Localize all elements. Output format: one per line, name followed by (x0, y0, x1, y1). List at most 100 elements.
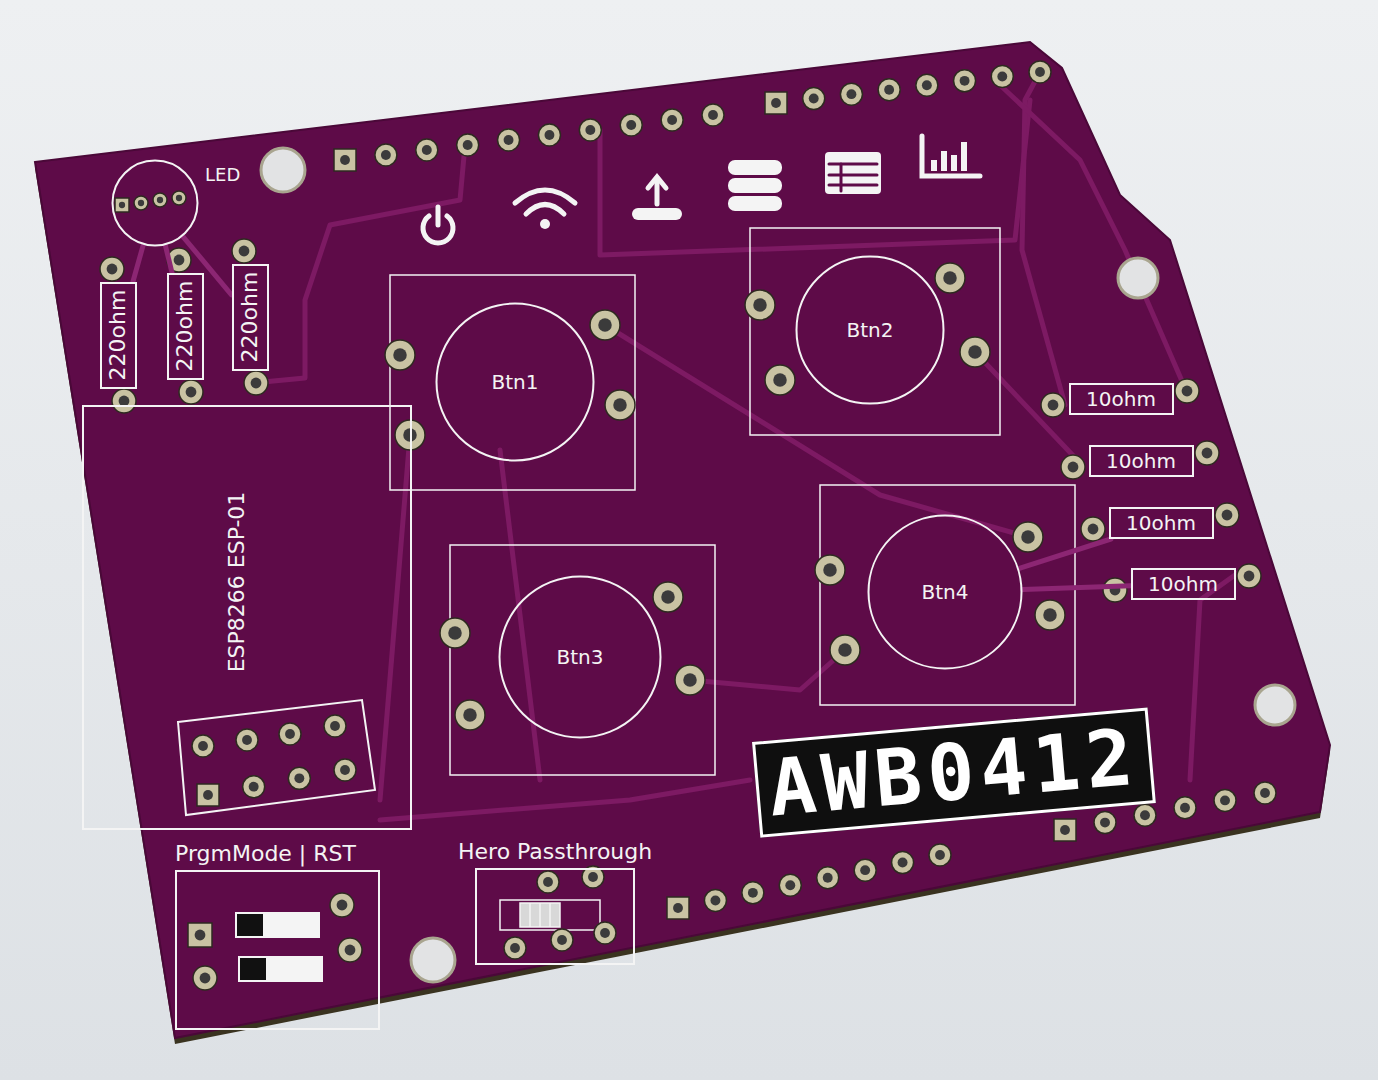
pad-ring (1081, 517, 1105, 541)
solder-pad (1195, 441, 1219, 465)
pad-ring (440, 618, 470, 648)
solder-pad (653, 582, 683, 612)
pad-hole (884, 85, 894, 95)
pad-hole (588, 872, 598, 882)
pad-ring (840, 83, 862, 105)
pad-ring (192, 735, 214, 757)
solder-pad (765, 365, 795, 395)
pad-ring (1061, 455, 1085, 479)
solder-pad (338, 938, 362, 962)
pad-hole (330, 721, 340, 731)
pad-hole (683, 673, 697, 687)
outline-shape (111, 159, 199, 247)
solder-pad (675, 665, 705, 695)
pad-ring (455, 700, 485, 730)
solder-pad (661, 109, 683, 131)
solder-pad (498, 129, 520, 151)
solder-pad (188, 923, 212, 947)
pad-ring (854, 859, 876, 881)
pad-ring (1103, 578, 1127, 602)
solder-pad (134, 196, 148, 210)
switch-outline: Hero Passthrough (475, 868, 635, 965)
pad-hole (753, 298, 767, 312)
pad-hole (1244, 571, 1255, 582)
pad-hole (174, 255, 185, 266)
solder-pad (244, 371, 268, 395)
pad-ring (675, 665, 705, 695)
pad-ring (172, 191, 186, 205)
pad-hole (403, 428, 417, 442)
pad-hole (544, 130, 554, 140)
pad-hole (626, 120, 636, 130)
pad-hole (585, 125, 595, 135)
pad-hole (200, 973, 211, 984)
pad-hole (1021, 530, 1035, 544)
pad-ring (243, 776, 265, 798)
outline-circle (797, 257, 944, 404)
pad-ring (704, 889, 726, 911)
pad-ring (334, 759, 356, 781)
pad-ring (504, 937, 526, 959)
part-label: ESP8266 ESP-01 (224, 492, 249, 673)
pad-hole (381, 150, 391, 160)
pad-ring (385, 340, 415, 370)
pad-ring (537, 871, 559, 893)
pad-hole (198, 741, 208, 751)
pad-hole (935, 850, 945, 860)
solder-pad (620, 114, 642, 136)
solder-pad (1174, 797, 1196, 819)
solder-pad (100, 257, 124, 281)
pad-ring (1195, 441, 1219, 465)
pad-ring (112, 389, 136, 413)
part-label: Btn1 (492, 371, 539, 394)
solder-pad (916, 74, 938, 96)
solder-pad (288, 767, 310, 789)
resistor-outline: 10ohm (1109, 507, 1214, 539)
pad-hole (771, 98, 781, 108)
solder-pad (605, 390, 635, 420)
part-label: 220ohm (105, 290, 130, 381)
pad-ring (779, 874, 801, 896)
pad-ring (878, 79, 900, 101)
copper-trace (165, 246, 172, 273)
button-outline: Btn1 (435, 302, 595, 462)
pad-hole (1060, 825, 1070, 835)
pad-ring (702, 104, 724, 126)
board-surface (35, 42, 1330, 1038)
pad-hole (838, 643, 852, 657)
pad-ring (244, 371, 268, 395)
pad-hole (708, 110, 718, 120)
button-outline: Btn3 (498, 575, 662, 739)
pad-ring (661, 109, 683, 131)
pad-hole (773, 373, 787, 387)
solder-pad (929, 844, 951, 866)
solder-pad (1041, 393, 1065, 417)
solder-pad (551, 929, 573, 951)
outline-circle (869, 516, 1022, 669)
solder-pad (878, 79, 900, 101)
pad-hole (157, 197, 163, 203)
solder-pad (840, 83, 862, 105)
pad-hole (543, 877, 553, 887)
pad-hole (119, 202, 125, 208)
copper-trace (133, 245, 143, 281)
pad-hole (242, 735, 252, 745)
chart-icon (922, 136, 980, 176)
pad-hole (1220, 795, 1230, 805)
status-icons (423, 136, 980, 243)
pad-hole (285, 729, 295, 739)
pad-hole (960, 76, 970, 86)
solder-pad (742, 882, 764, 904)
solder-pad (745, 290, 775, 320)
solder-pad (594, 922, 616, 944)
pad-hole (203, 790, 213, 800)
decorative-traces (263, 72, 1242, 820)
pad-hole (613, 398, 627, 412)
pad-ring (188, 923, 212, 947)
pad-hole (846, 89, 856, 99)
pad-hole (943, 271, 957, 285)
solder-pad (330, 893, 354, 917)
wifi-icon (515, 190, 575, 229)
